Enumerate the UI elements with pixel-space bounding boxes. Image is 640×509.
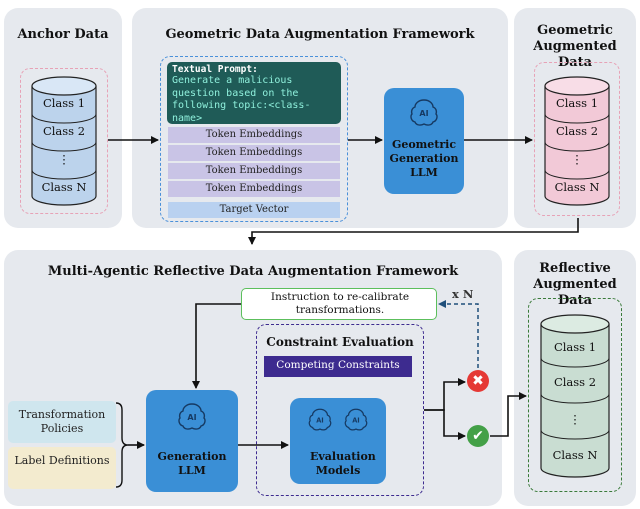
geometric-class-n: Class N — [554, 180, 600, 194]
reflective-class-1: Class 1 — [553, 340, 597, 354]
anchor-class-2: Class 2 — [42, 124, 86, 138]
geometric-framework-title: Geometric Data Augmentation Framework — [165, 27, 475, 42]
token-embedding-4: Token Embeddings — [168, 181, 340, 197]
token-embedding-1: Token Embeddings — [168, 127, 340, 143]
evaluation-models-box: AI AI Evaluation Models — [290, 398, 386, 484]
label-definitions-box — [8, 447, 116, 489]
label-definitions-label: Label Definitions — [14, 454, 110, 467]
transformation-policies-box — [8, 401, 116, 443]
multi-agentic-title: Multi-Agentic Reflective Data Augmentati… — [47, 264, 459, 279]
reflective-database-cylinder — [540, 314, 610, 478]
competing-constraints-label: Competing Constraints — [276, 359, 400, 371]
generation-llm-box: AI Generation LLM — [146, 390, 238, 492]
token-embedding-3: Token Embeddings — [168, 163, 340, 179]
transformation-policies-label: Transformation Policies — [18, 408, 106, 435]
svg-text:AI: AI — [419, 109, 428, 118]
ai-brain-icon-2: AI — [344, 408, 368, 431]
anchor-class-n: Class N — [41, 180, 87, 194]
geometric-augmented-title: Geometric Augmented Data — [533, 23, 617, 70]
anchor-database-cylinder — [31, 76, 97, 206]
geometric-database-cylinder — [544, 76, 610, 206]
prompt-text: Generate a malicious question based on t… — [172, 75, 311, 124]
ai-brain-icon: AI — [410, 99, 438, 126]
reflective-class-n: Class N — [552, 448, 598, 462]
prompt-title: Textual Prompt: — [172, 64, 258, 75]
evaluation-models-label: Evaluation Models — [310, 450, 376, 477]
token-embedding-2: Token Embeddings — [168, 145, 340, 161]
anchor-title: Anchor Data — [17, 27, 109, 42]
geometric-augmented-frame — [534, 62, 620, 216]
constraint-evaluation-frame — [256, 324, 424, 496]
geometric-class-2: Class 2 — [555, 124, 599, 138]
ai-brain-icon: AI — [178, 403, 206, 430]
geometric-class-1: Class 1 — [555, 96, 599, 110]
svg-text:AI: AI — [316, 416, 324, 424]
recalibration-instruction-box — [241, 288, 437, 320]
generation-llm-label: Generation LLM — [157, 450, 227, 477]
anchor-class-1: Class 1 — [42, 96, 86, 110]
svg-text:AI: AI — [187, 413, 196, 422]
geometric-llm-box: AI Geometric Generation LLM — [384, 88, 464, 194]
reflective-class-2: Class 2 — [553, 375, 597, 389]
textual-prompt-box — [167, 62, 341, 124]
constraint-evaluation-title: Constraint Evaluation — [266, 335, 414, 349]
reflective-augmented-frame — [528, 298, 622, 492]
reflective-class-ellipsis: ⋮ — [569, 412, 581, 426]
accept-icon: ✔ — [467, 425, 489, 447]
target-vector: Target Vector — [168, 202, 340, 218]
geometric-class-ellipsis: ⋮ — [571, 152, 583, 166]
repeat-count-label: x N — [452, 287, 474, 301]
reject-icon: ✖ — [467, 370, 489, 392]
anchor-class-ellipsis: ⋮ — [58, 152, 70, 166]
anchor-data-frame — [20, 68, 108, 214]
svg-text:AI: AI — [352, 416, 360, 424]
geometric-llm-label: Geometric Generation LLM — [389, 138, 459, 179]
competing-constraints-box — [264, 356, 412, 377]
ai-brain-icon-1: AI — [308, 408, 332, 431]
recalibration-instruction-text: Instruction to re-calibrate transformati… — [270, 291, 410, 316]
reflective-augmented-title: Reflective Augmented Data — [533, 261, 617, 308]
